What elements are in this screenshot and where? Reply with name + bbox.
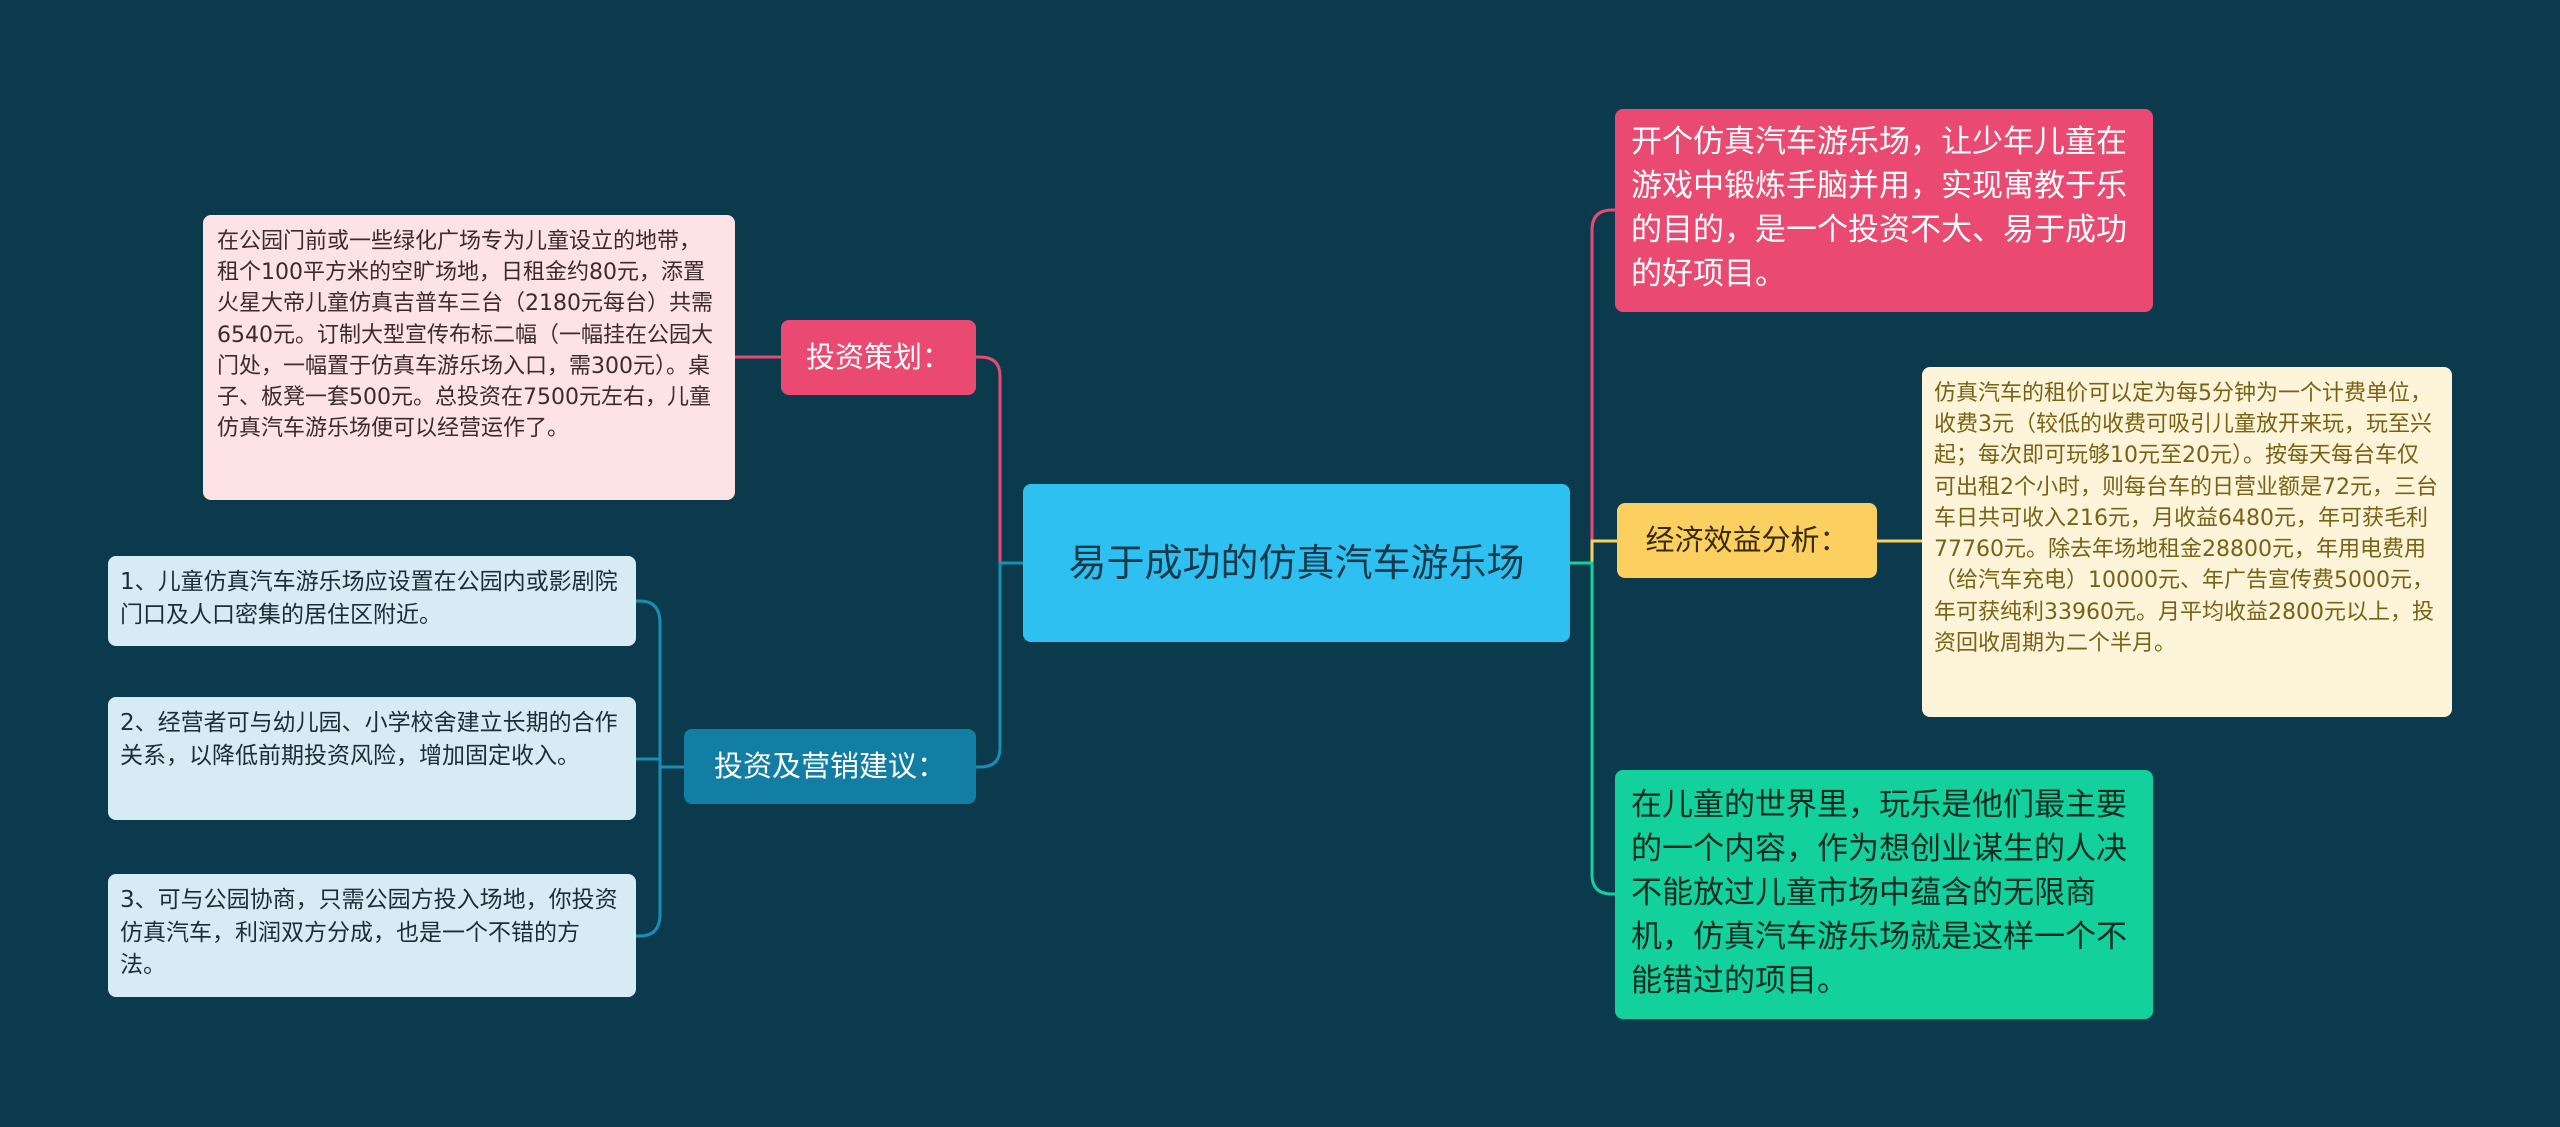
link-suggest-1 [636,599,684,769]
link-center-suggest [976,561,1023,769]
central-topic[interactable]: 易于成功的仿真汽车游乐场 [1023,484,1570,642]
branch-suggestions[interactable]: 投资及营销建议： [684,729,976,804]
suggestion-item-3[interactable]: 3、可与公园协商，只需公园方投入场地，你投资仿真汽车，利润双方分成，也是一个不错… [108,874,636,997]
economic-text: 仿真汽车的租价可以定为每5分钟为一个计费单位，收费3元（较低的收费可吸引儿童放开… [1934,381,2438,656]
conclusion-text: 在儿童的世界里，玩乐是他们最主要的一个内容，作为想创业谋生的人决不能放过儿童市场… [1631,787,2127,1000]
branch-economic-label: 经济效益分析： [1645,522,1849,557]
link-suggest-3 [636,765,684,938]
link-center-econ [1570,539,1617,565]
invest-plan-text-node[interactable]: 在公园门前或一些绿化广场专为儿童设立的地带，租个100平方米的空旷场地，日租金约… [203,215,735,500]
intro-text: 开个仿真汽车游乐场，让少年儿童在游戏中锻炼手脑并用，实现寓教于乐的目的，是一个投… [1631,124,2127,293]
suggestion-item-3-text: 3、可与公园协商，只需公园方投入场地，你投资仿真汽车，利润双方分成，也是一个不错… [120,887,618,979]
invest-plan-text: 在公园门前或一些绿化广场专为儿童设立的地带，租个100平方米的空旷场地，日租金约… [217,229,713,442]
suggestion-item-1-text: 1、儿童仿真汽车游乐场应设置在公园内或影剧院门口及人口密集的居住区附近。 [120,569,618,628]
link-center-conclusion [1570,561,1615,896]
suggestion-item-2-text: 2、经营者可与幼儿园、小学校舍建立长期的合作关系，以降低前期投资风险，增加固定收… [120,710,618,769]
branch-invest-plan[interactable]: 投资策划： [781,320,976,395]
economic-text-node[interactable]: 仿真汽车的租价可以定为每5分钟为一个计费单位，收费3元（较低的收费可吸引儿童放开… [1922,367,2452,717]
suggestion-item-1[interactable]: 1、儿童仿真汽车游乐场应设置在公园内或影剧院门口及人口密集的居住区附近。 [108,556,636,646]
link-center-invest [976,355,1023,565]
branch-economic-analysis[interactable]: 经济效益分析： [1617,503,1877,578]
central-topic-text: 易于成功的仿真汽车游乐场 [1068,541,1525,585]
link-center-intro [1570,208,1615,565]
branch-suggestions-label: 投资及营销建议： [713,748,946,783]
branch-invest-plan-label: 投资策划： [805,339,951,374]
conclusion-node[interactable]: 在儿童的世界里，玩乐是他们最主要的一个内容，作为想创业谋生的人决不能放过儿童市场… [1615,770,2153,1019]
intro-node[interactable]: 开个仿真汽车游乐场，让少年儿童在游戏中锻炼手脑并用，实现寓教于乐的目的，是一个投… [1615,109,2153,312]
suggestion-item-2[interactable]: 2、经营者可与幼儿园、小学校舍建立长期的合作关系，以降低前期投资风险，增加固定收… [108,697,636,820]
